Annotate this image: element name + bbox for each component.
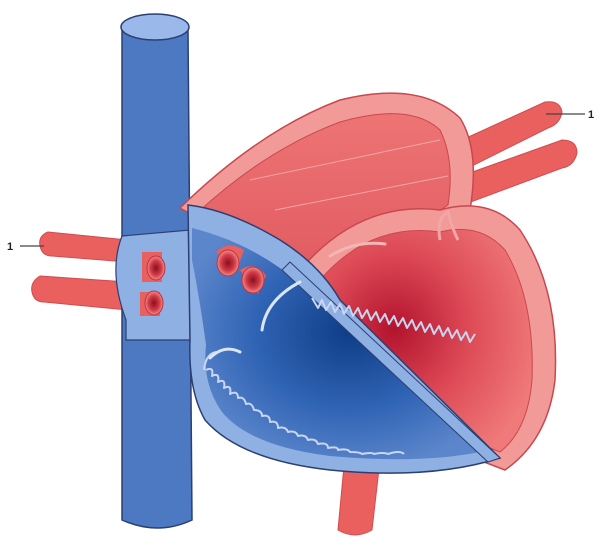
pulmonary-vein-left-lower [32,276,128,310]
opening-left-lower [140,291,163,316]
pulmonary-vein-left-upper [40,232,128,262]
label-left: 1 [7,241,13,253]
label-left-group: 1 [7,241,44,253]
label-right: 1 [588,109,594,121]
opening-left-upper [142,252,165,282]
atrium-bulge [116,230,190,340]
vena-cava-opening [121,14,189,40]
